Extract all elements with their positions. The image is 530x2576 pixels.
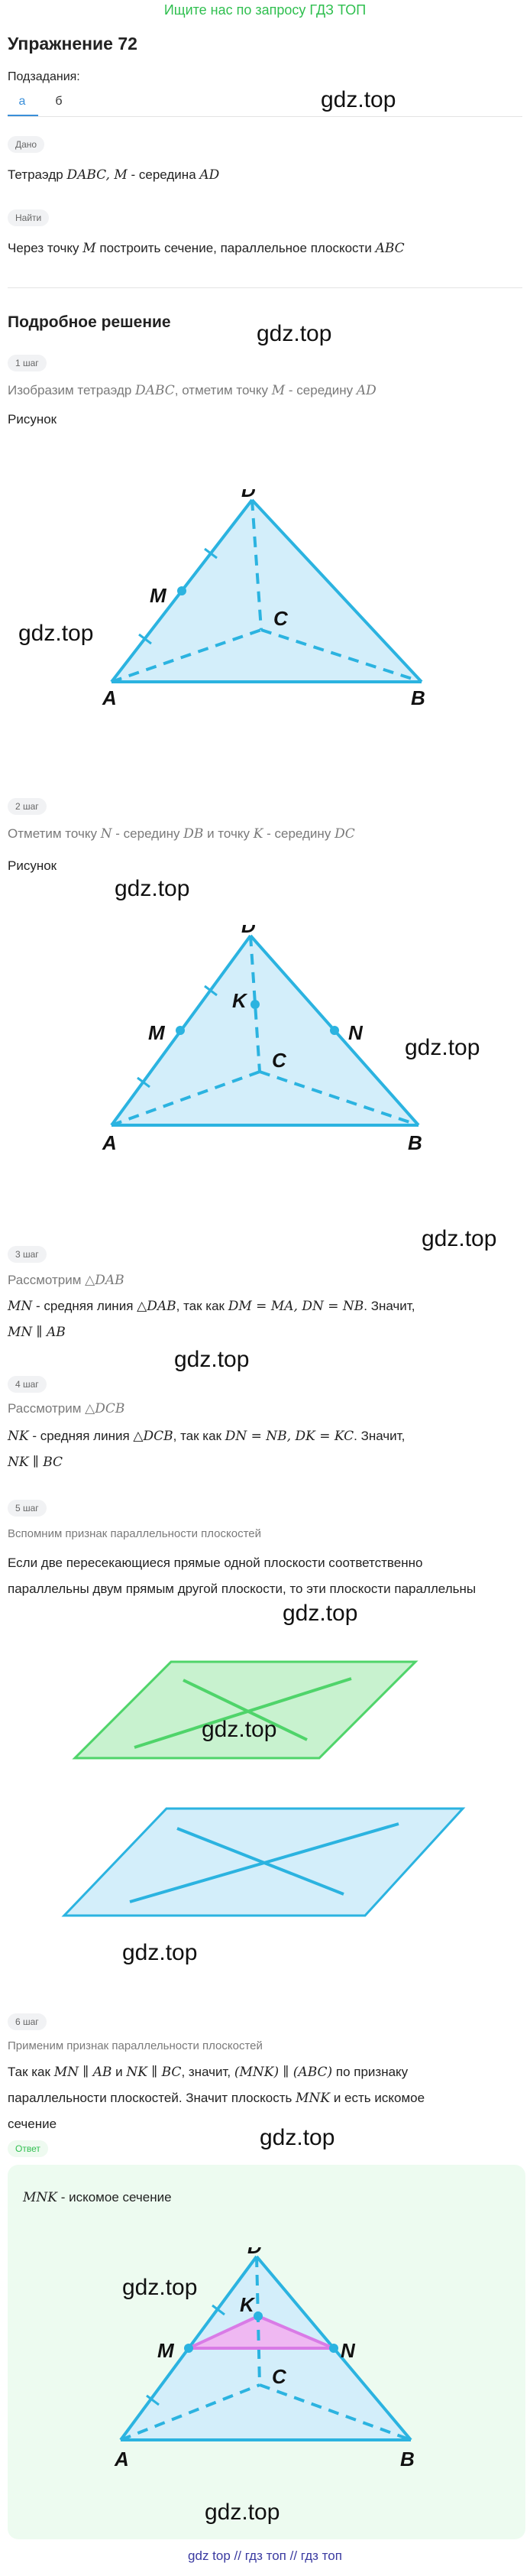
figure-tetrahedron-2: D M K N C A B xyxy=(102,925,422,1154)
subtasks-label: Подзадания: xyxy=(8,70,80,83)
footer-link-gdz-top-ru-2[interactable]: гдз топ xyxy=(300,2548,342,2563)
watermark: gdz.top xyxy=(321,87,396,112)
step-4-badge: 4 шаг xyxy=(8,1376,47,1393)
watermark: gdz.top xyxy=(405,1035,480,1060)
watermark: gdz.top xyxy=(283,1601,358,1626)
point-A-label: A xyxy=(114,2448,129,2471)
given-text: Тетраэдр DABC, M - середина AD xyxy=(8,167,220,183)
figure-answer-tetrahedron: D M K N C A B xyxy=(114,2247,415,2471)
step-4-line-1: NK - средняя линия △DCB, так как DN = NB… xyxy=(8,1429,406,1444)
point-D-label: D xyxy=(247,2247,262,2258)
point-M-label: M xyxy=(150,584,167,607)
point-N-label: N xyxy=(341,2339,356,2362)
solution-title: Подробное решение xyxy=(8,313,171,331)
step-5-title: Вспомним признак параллельности плоскост… xyxy=(8,1527,261,1540)
figure-label: Рисунок xyxy=(8,858,57,873)
watermark: gdz.top xyxy=(122,2275,198,2300)
point-N-label: N xyxy=(348,1021,364,1044)
watermark: gdz.top xyxy=(122,1940,198,1965)
given-badge: Дано xyxy=(8,136,45,153)
point-C-label: C xyxy=(273,607,289,630)
tabs-divider xyxy=(8,116,522,117)
point-K-label: K xyxy=(240,2293,256,2316)
point-B-label: B xyxy=(411,686,425,709)
watermark: gdz.top xyxy=(422,1226,497,1251)
point-D-label: D xyxy=(241,925,256,937)
point-C-label: C xyxy=(272,1049,287,1072)
step-6-line-2: параллельности плоскостей. Значит плоско… xyxy=(8,2091,425,2106)
footer-link-gdz-top-ru[interactable]: гдз топ xyxy=(244,2548,286,2563)
step-6-badge: 6 шаг xyxy=(8,2013,47,2030)
step-2-text: Отметим точку N - середину DB и точку K … xyxy=(8,826,355,842)
page-title: Упражнение 72 xyxy=(8,34,137,54)
point-M-label: M xyxy=(157,2339,175,2362)
watermark: gdz.top xyxy=(202,1717,277,1742)
point-B-label: B xyxy=(400,2448,415,2471)
step-4-title: Рассмотрим △DCB xyxy=(8,1401,125,1416)
find-badge: Найти xyxy=(8,209,50,226)
tab-a[interactable]: а xyxy=(18,95,26,108)
promo-banner[interactable]: Ищите нас по запросу ГДЗ ТОП xyxy=(163,2,367,18)
step-1-text: Изобразим тетраэдр DABC, отметим точку M… xyxy=(8,383,376,398)
watermark: gdz.top xyxy=(205,2500,280,2525)
step-5-line-2: параллельны двум прямым другой плоскости… xyxy=(8,1582,477,1596)
point-B-label: B xyxy=(408,1131,422,1154)
tab-active-indicator xyxy=(8,115,38,116)
watermark: gdz.top xyxy=(174,1347,250,1372)
step-3-line-2: MN ∥ AB xyxy=(8,1325,66,1340)
point-D-label: D xyxy=(241,489,256,501)
point-A-label: A xyxy=(102,686,117,709)
point-C-label: C xyxy=(272,2365,287,2388)
step-6-line-1: Так как MN ∥ AB и NK ∥ BC, значит, (MNK)… xyxy=(8,2065,409,2080)
figure-label: Рисунок xyxy=(8,412,57,427)
tab-b[interactable]: б xyxy=(55,95,63,108)
figure-parallel-planes xyxy=(61,1660,466,1917)
step-1-badge: 1 шаг xyxy=(8,355,47,371)
watermark: gdz.top xyxy=(115,876,190,901)
step-6-title: Применим признак параллельности плоскост… xyxy=(8,2039,263,2052)
answer-text: MNK - искомое сечение xyxy=(23,2190,172,2205)
point-M-label: M xyxy=(148,1021,166,1044)
step-3-badge: 3 шаг xyxy=(8,1246,47,1263)
section-divider xyxy=(8,287,522,288)
step-3-line-1: MN - средняя линия △DAB, так как DM = MA… xyxy=(8,1299,415,1314)
watermark: gdz.top xyxy=(260,2125,335,2150)
step-5-badge: 5 шаг xyxy=(8,1500,47,1517)
step-6-line-3: сечение xyxy=(8,2117,57,2131)
watermark: gdz.top xyxy=(257,321,332,346)
footer-link-gdz-top[interactable]: gdz top xyxy=(188,2548,231,2563)
step-4-line-2: NK ∥ BC xyxy=(8,1455,63,1470)
point-A-label: A xyxy=(102,1131,117,1154)
figure-tetrahedron-1: D M C A B xyxy=(102,489,425,709)
answer-badge: Ответ xyxy=(8,2140,48,2157)
point-K-label: K xyxy=(232,989,248,1012)
find-text: Через точку M построить сечение, паралле… xyxy=(8,241,405,256)
step-5-line-1: Если две пересекающиеся прямые одной пло… xyxy=(8,1556,423,1570)
watermark: gdz.top xyxy=(18,621,94,646)
step-3-title: Рассмотрим △DAB xyxy=(8,1273,124,1288)
step-2-badge: 2 шаг xyxy=(8,798,47,815)
footer-links: gdz top // гдз топ // гдз топ xyxy=(188,2548,342,2563)
